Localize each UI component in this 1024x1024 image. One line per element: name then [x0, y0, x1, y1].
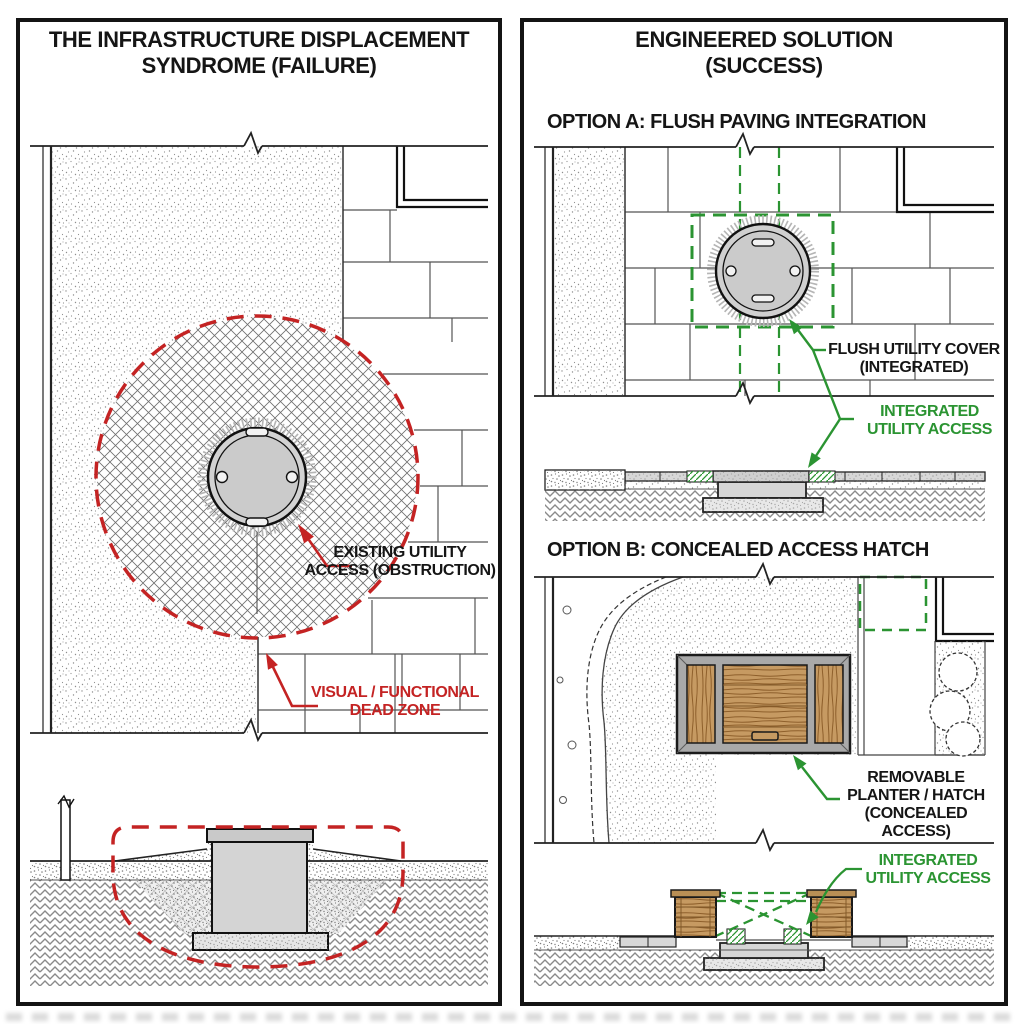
left-plan-view [30, 130, 488, 743]
red-arrowheads [266, 524, 314, 670]
right-panel-drawing [520, 18, 1008, 1006]
left-panel-title: THE INFRASTRUCTURE DISPLACEMENT SYNDROME… [20, 27, 498, 79]
red-leader-lines [271, 539, 352, 708]
break-mark [243, 130, 263, 156]
concealed-access-outline [715, 891, 812, 938]
left-panel-drawing [16, 18, 502, 1006]
green-leader-lines [791, 321, 854, 463]
green-arrowhead [793, 755, 807, 771]
green-arrowheads [789, 319, 821, 468]
green-leader-lines [801, 766, 840, 801]
planting-edge [586, 576, 667, 844]
left-section-view [30, 794, 488, 986]
integrated-access-label-a: INTEGRATED UTILITY ACCESS [866, 403, 993, 438]
integrated-access-zone [690, 213, 835, 329]
cropped-caption-remnant [6, 1013, 1018, 1021]
right-title-line1: ENGINEERED SOLUTION [635, 27, 893, 52]
left-title-line2: SYNDROME (FAILURE) [141, 52, 377, 78]
utility-vault-section [192, 828, 329, 951]
dead-zone-envelope [111, 825, 405, 969]
building-corner [895, 147, 994, 214]
option-b-plan [534, 561, 994, 853]
option-b-section [534, 867, 994, 986]
right-panel-title: ENGINEERED SOLUTION (SUCCESS) [524, 27, 1004, 79]
removable-planter-label: REMOVABLE PLANTER / HATCH (CONCEALED ACC… [847, 769, 985, 840]
integrated-access-label-b: INTEGRATED UTILITY ACCESS [865, 852, 991, 887]
dead-zone-label: VISUAL / FUNCTIONAL DEAD ZONE [310, 684, 480, 719]
removable-planter-hatch [675, 653, 852, 755]
option-b-heading: OPTION B: CONCEALED ACCESS HATCH [547, 539, 929, 561]
flush-cover-label: FLUSH UTILITY COVER (INTEGRATED) [828, 341, 1000, 376]
right-title-line2: (SUCCESS) [705, 52, 823, 78]
green-arrowhead [806, 910, 819, 925]
green-leader-lines [814, 867, 862, 913]
integrated-access-zone [858, 575, 928, 632]
existing-utility-label: EXISTING UTILITY ACCESS (OBSTRUCTION) [304, 544, 496, 579]
shrub-bed [929, 641, 986, 757]
break-mark [243, 717, 263, 743]
option-a-heading: OPTION A: FLUSH PAVING INTEGRATION [547, 111, 926, 133]
post [60, 799, 71, 881]
option-a-section [544, 469, 986, 521]
access-band-lines [738, 147, 781, 396]
building-corner [934, 577, 994, 643]
planter-left-section [670, 889, 721, 938]
flush-utility-cover [707, 215, 819, 327]
building-corner [395, 146, 488, 209]
existing-utility-cover [197, 417, 317, 537]
dead-zone-circle [94, 314, 420, 640]
handle-slot [751, 731, 779, 741]
planter-right-section [806, 889, 857, 938]
option-a-plan [534, 131, 994, 468]
left-title-line1: THE INFRASTRUCTURE DISPLACEMENT [48, 27, 470, 52]
